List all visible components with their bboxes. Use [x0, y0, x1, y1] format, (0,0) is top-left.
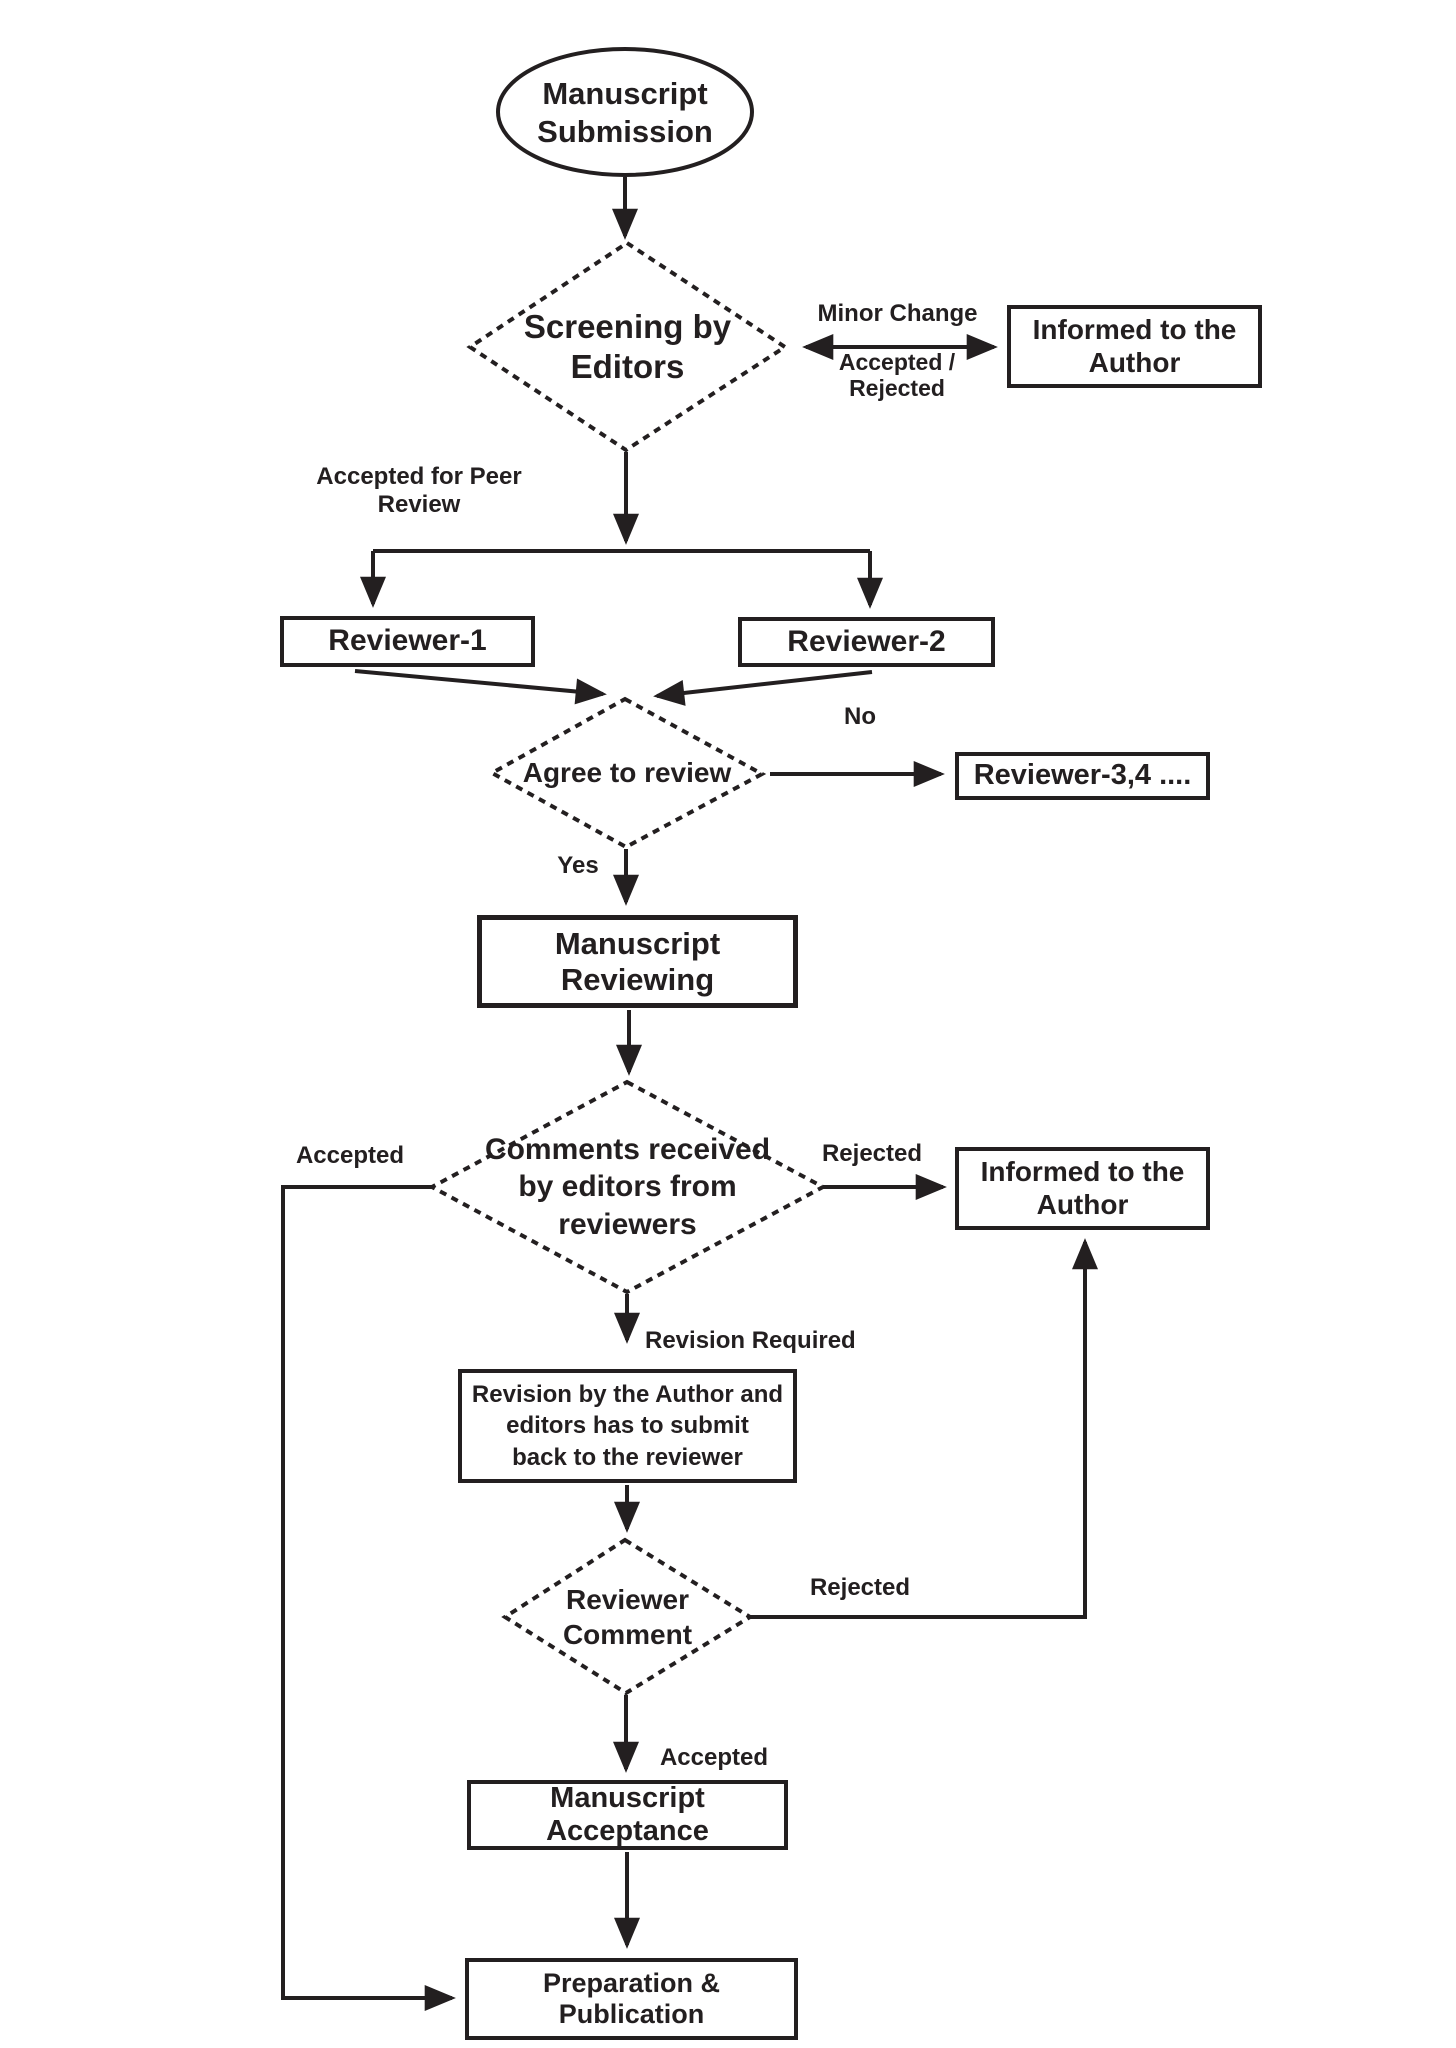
edge-label-yes: Yes	[557, 852, 599, 880]
edge-label-accepted-for-peer-review: Accepted for Peer Review	[316, 463, 522, 518]
node-revision-by-author: Revision by the Author and editors has t…	[458, 1369, 797, 1483]
reviewer-comment-diamond-outline	[501, 1537, 754, 1696]
edge-reviewer-comment-rejected-to-informed	[750, 1238, 1098, 1619]
agree-diamond-outline	[487, 696, 767, 850]
node-reviewer-2: Reviewer-2	[738, 617, 995, 667]
node-manuscript-reviewing: Manuscript Reviewing	[477, 915, 798, 1008]
node-reviewer-comment: Reviewer Comment	[562, 1583, 693, 1650]
edge-label-rejected-bottom: Rejected	[809, 1574, 911, 1602]
edge-comments-accepted-to-publication	[281, 1185, 456, 2011]
edge-label-accepted-left: Accepted	[295, 1142, 405, 1170]
edge-label-minor-change: Minor Change	[817, 300, 978, 328]
edge-reviewer2-to-agree	[653, 670, 873, 706]
edge-label-rejected-top: Rejected	[821, 1140, 923, 1168]
node-comments-received: Comments received by editors from review…	[484, 1132, 771, 1241]
node-manuscript-acceptance: Manuscript Acceptance	[467, 1780, 788, 1850]
screening-diamond-outline	[466, 240, 789, 453]
edge-reviewer1-to-agree	[354, 669, 607, 705]
node-informed-to-author-mid: Informed to the Author	[955, 1147, 1210, 1230]
edge-label-no: No	[844, 703, 876, 731]
node-preparation-publication: Preparation & Publication	[465, 1958, 798, 2040]
node-screening-by-editors: Screening by Editors	[523, 307, 732, 385]
node-informed-to-author-top: Informed to the Author	[1007, 305, 1262, 388]
node-agree-to-review: Agree to review	[522, 757, 732, 788]
edge-label-accepted-bottom: Accepted	[659, 1744, 769, 1772]
comments-diamond-outline	[427, 1079, 828, 1295]
edge-label-revision-required: Revision Required	[645, 1327, 856, 1355]
node-manuscript-submission: Manuscript Submission	[537, 76, 713, 149]
start-ellipse-outline	[496, 47, 754, 177]
node-reviewer-3-4: Reviewer-3,4 ....	[955, 752, 1210, 800]
edge-label-accepted-rejected: Accepted / Rejected	[838, 348, 956, 401]
node-reviewer-1: Reviewer-1	[280, 616, 535, 667]
